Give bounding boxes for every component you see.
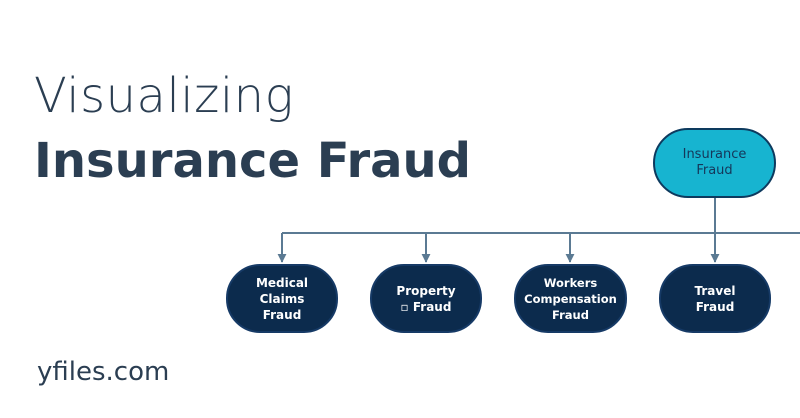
page-title-line-1: Visualizing bbox=[34, 68, 294, 124]
diagram-edges bbox=[277, 197, 800, 263]
node-insurance-fraud[interactable] bbox=[653, 128, 776, 198]
node-property-fraud[interactable] bbox=[370, 264, 482, 333]
page-title-line-2: Insurance Fraud bbox=[34, 133, 472, 189]
node-medical-claims-fraud[interactable] bbox=[226, 264, 338, 333]
brand-link[interactable]: yfiles.com bbox=[37, 357, 170, 387]
node-travel-fraud[interactable] bbox=[659, 264, 771, 333]
node-workers-compensation-fraud[interactable] bbox=[514, 264, 627, 333]
